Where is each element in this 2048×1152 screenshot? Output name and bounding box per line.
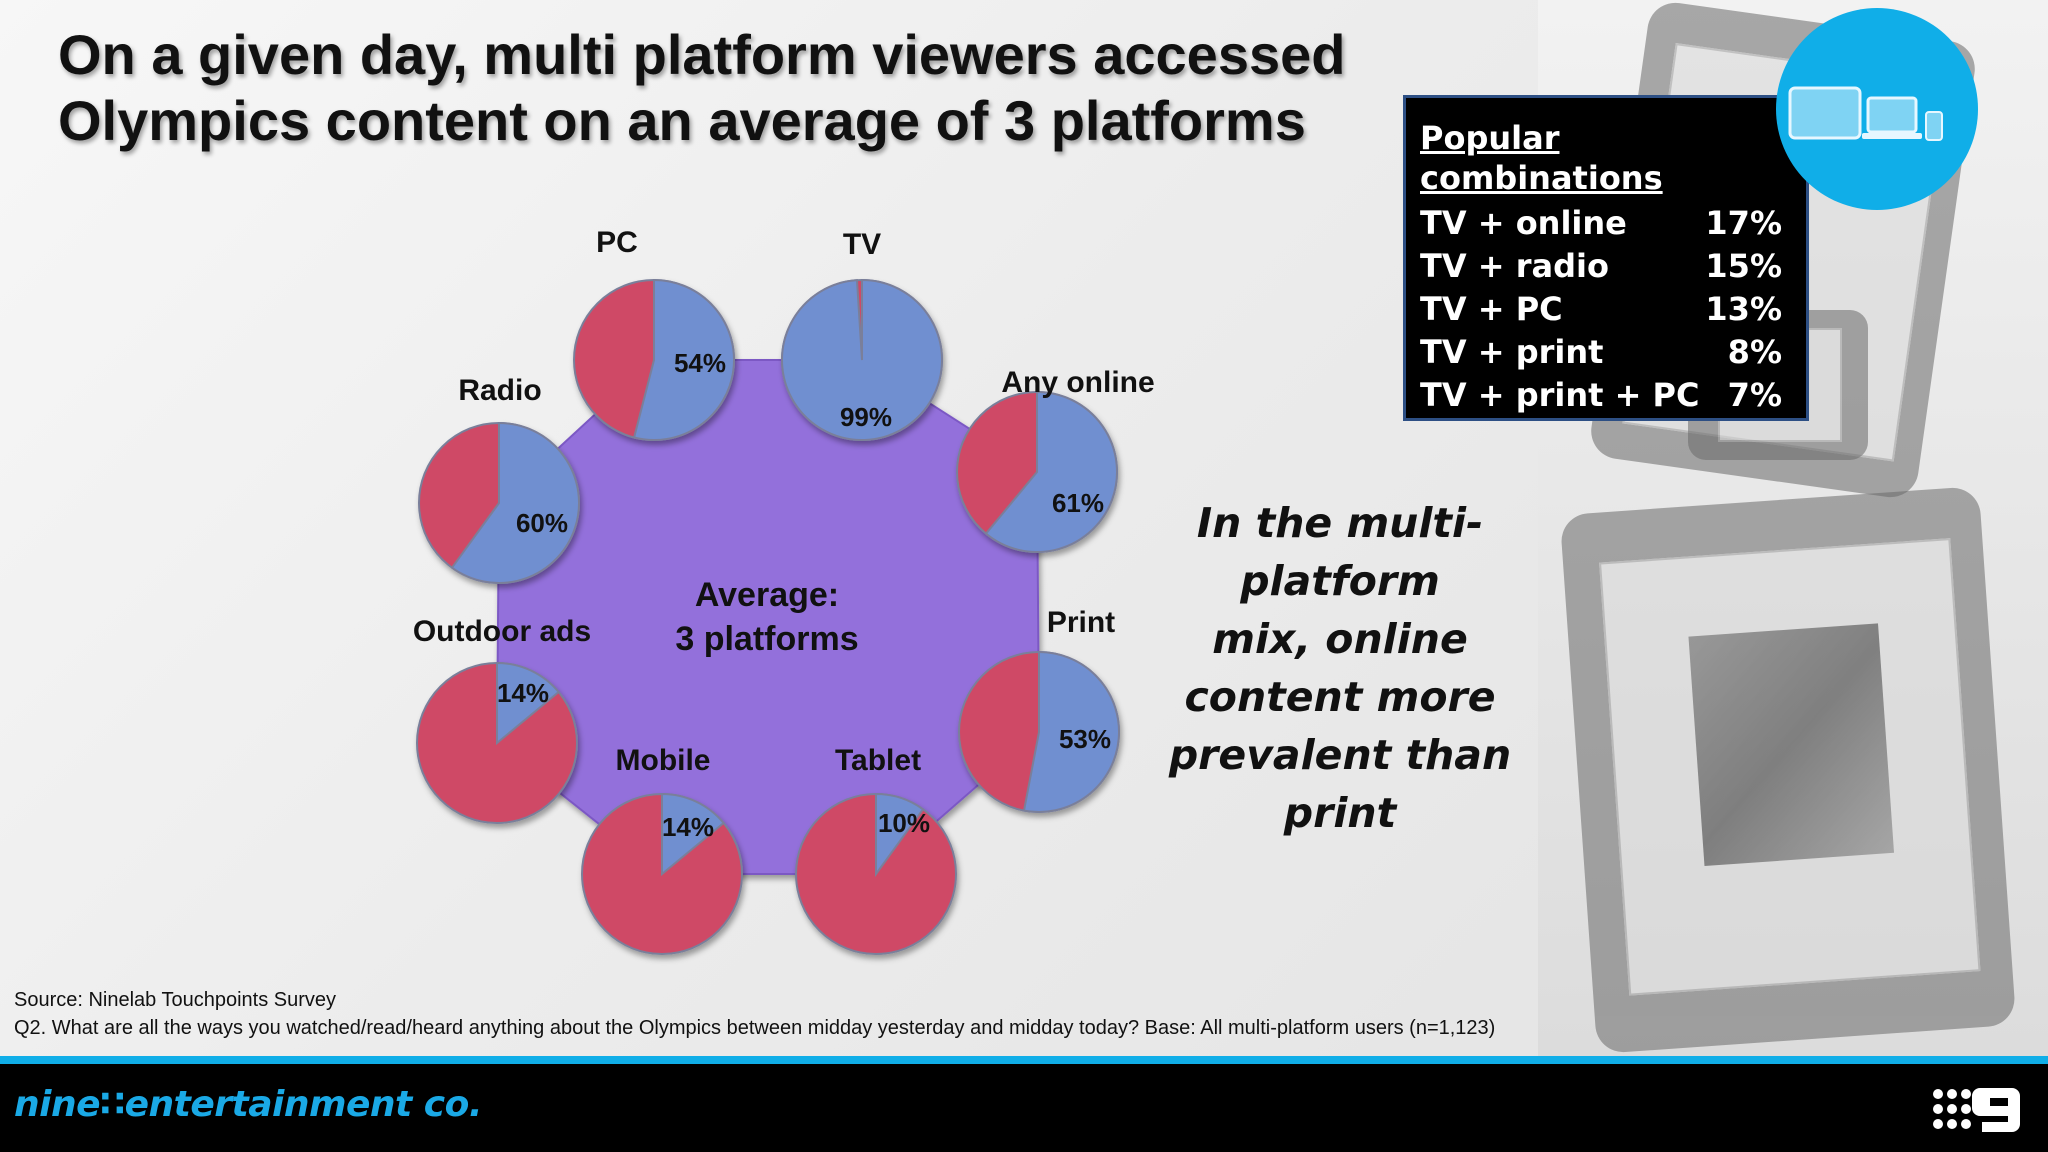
callout-line: mix, online: [1212, 615, 1468, 663]
pie-share-slice: [1022, 650, 1120, 813]
devices-icon: [1776, 8, 1978, 210]
pie-value-label: 14%: [497, 678, 549, 708]
pie-share-slice: [984, 390, 1118, 553]
pie-share-slice: [450, 421, 580, 584]
pie-category-label: Outdoor ads: [413, 615, 591, 648]
pie-category-label: Any online: [1001, 366, 1154, 399]
pie-value-label: 60%: [516, 508, 568, 538]
pie-value-label: 54%: [674, 348, 726, 378]
pie-category-label: Print: [1047, 606, 1115, 639]
footer-bar: nine∷entertainment co.: [0, 1064, 2048, 1152]
pie-category-label: Mobile: [616, 744, 711, 777]
callout-text: In the multi- platform mix, online conte…: [1168, 494, 1512, 842]
question-line: Q2. What are all the ways you watched/re…: [14, 1017, 1496, 1039]
pie-outdoor-ads: [416, 661, 578, 824]
combination-label: TV + print: [1420, 333, 1604, 371]
slide-title: On a given day, multi platform viewers a…: [58, 23, 1346, 152]
combination-value: 7%: [1727, 376, 1782, 414]
platform-pie-chart: Average: 3 platforms PC 54% TV 99% Any onlin…: [413, 226, 1155, 955]
pie-share-slice: [496, 661, 561, 746]
combination-value: 17%: [1705, 204, 1782, 242]
pie-radio: [418, 421, 580, 584]
source-notes: Source: Ninelab Touchpoints Survey Q2. W…: [14, 986, 1495, 1042]
combination-row: TV + print + PC 7%: [1420, 374, 1782, 417]
pie-share-slice: [781, 278, 943, 441]
combination-label: TV + PC: [1420, 290, 1563, 328]
callout-line: platform: [1240, 557, 1440, 605]
popular-combinations-panel: Popular combinations TV + online 17% TV …: [1403, 95, 1809, 421]
pie-mobile: [581, 792, 743, 955]
background-tablet-bottom: [1559, 486, 2017, 1054]
combinations-heading: Popular combinations: [1420, 119, 1663, 197]
callout-line: prevalent than: [1168, 731, 1512, 779]
pie-value-label: 14%: [662, 812, 714, 842]
combination-label: TV + online: [1420, 204, 1627, 242]
brand-logo: nine∷entertainment co.: [14, 1084, 483, 1125]
pie-share-slice: [875, 792, 925, 878]
pie-value-label: 10%: [878, 808, 930, 838]
combination-row: TV + PC 13%: [1420, 288, 1782, 331]
pie-any-online: [956, 390, 1118, 553]
pie-pc: [573, 278, 735, 441]
pie-value-label: 61%: [1052, 488, 1104, 518]
pie-print: [958, 650, 1120, 813]
pie-tv: [781, 278, 943, 441]
combination-row: TV + online 17%: [1420, 202, 1782, 245]
center-label-platforms: 3 platforms: [675, 620, 858, 658]
callout-line: print: [1283, 789, 1397, 837]
combination-label: TV + print + PC: [1420, 376, 1700, 414]
pie-value-label: 99%: [840, 402, 892, 432]
callout-line: content more: [1184, 673, 1496, 721]
combination-label: TV + radio: [1420, 247, 1609, 285]
pie-category-label: PC: [596, 226, 638, 259]
footer-accent-line: [0, 1056, 2048, 1064]
combination-value: 13%: [1705, 290, 1782, 328]
pie-value-label: 53%: [1059, 724, 1111, 754]
pie-share-slice: [632, 278, 735, 441]
combination-value: 8%: [1727, 333, 1782, 371]
center-label-average: Average:: [695, 576, 839, 614]
combination-value: 15%: [1705, 247, 1782, 285]
pie-category-label: Radio: [458, 374, 541, 407]
nine-logo-icon: [1933, 1088, 2020, 1132]
combination-row: TV + print 8%: [1420, 331, 1782, 374]
pie-share-slice: [661, 792, 726, 877]
combination-row: TV + radio 15%: [1420, 245, 1782, 288]
callout-line: In the multi-: [1196, 499, 1484, 547]
pie-category-label: Tablet: [835, 744, 921, 777]
source-line: Source: Ninelab Touchpoints Survey: [14, 989, 337, 1011]
pie-tablet: [795, 792, 957, 955]
pie-category-label: TV: [843, 228, 881, 261]
